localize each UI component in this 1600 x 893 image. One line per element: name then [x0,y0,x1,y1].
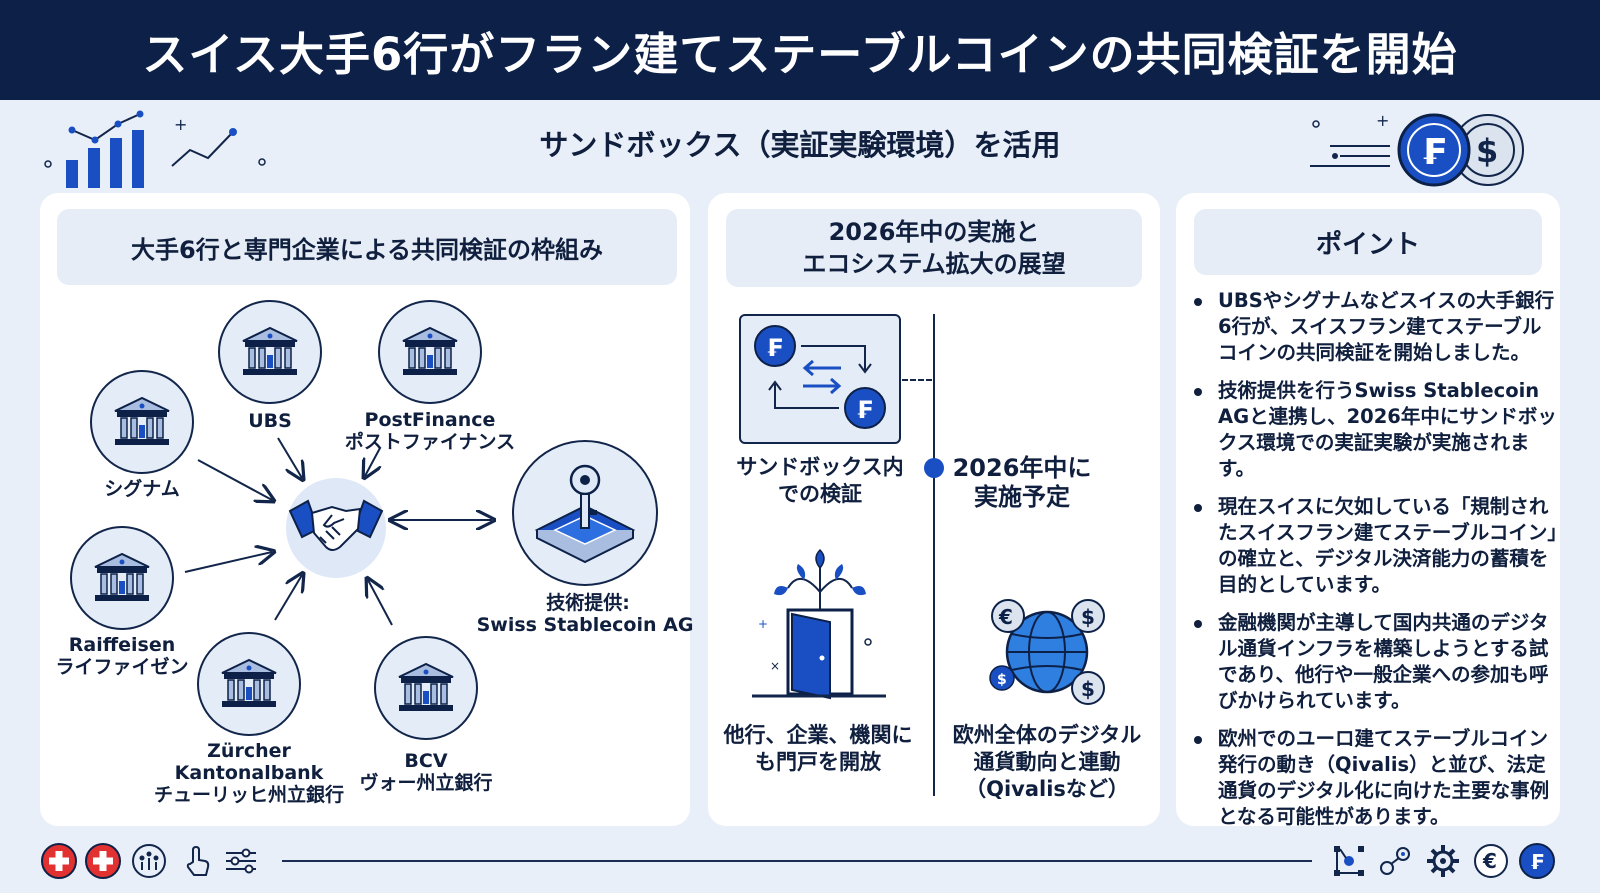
framework-diagram [184,437,690,626]
points-heading: ポイント [1194,209,1542,275]
tech-partner-circle [512,440,658,586]
europe-line1: 欧州全体のデジタル [952,723,1142,747]
svg-text:$: $ [1476,132,1498,170]
timeline-dot [924,458,944,478]
svg-text:$: $ [1081,677,1095,701]
page-title: スイス大手6行がフラン建てステーブルコインの共同検証を開始 [142,27,1458,81]
label-sygnum: シグナム [104,478,180,500]
exchange-icon: ₣ ₣ [754,325,886,429]
label-zkb-en1: Zürcher [207,740,291,762]
globe-currency-icon: € $ $ $ [989,599,1105,705]
bank-postfinance [378,300,482,404]
svg-text:+: + [758,617,768,631]
label-zkb-en2: Kantonalbank [174,762,324,784]
open-line1: 他行、企業、機関に [723,723,913,747]
label-postfinance-ja: ポストファイナンス [344,431,516,453]
network-icon [132,844,166,878]
europe-line2: 通貨動向と連動 [973,750,1121,774]
handshake-icon [288,499,384,551]
sandbox-text: サンドボックス内 での検証 [722,454,918,508]
label-zkb-ja: チューリッヒ州立銀行 [153,784,344,806]
europe-text: 欧州全体のデジタル 通貨動向と連動 （Qivalisなど） [944,722,1150,803]
svg-text:$: $ [997,672,1007,688]
sandbox-box: ₣ ₣ [739,314,901,444]
bank-building-icon [402,326,458,375]
label-ubs: UBS [248,410,292,432]
timeline-line2: 実施予定 [974,483,1070,511]
svg-text:₣: ₣ [766,334,783,362]
point-item: 金融機関が主導して国内共通のデジタル通貨インフラを構築しようとする試であり、他行… [1190,610,1560,714]
franc-coin-icon: ₣ [1519,843,1555,879]
link-icon [1380,847,1410,875]
subtitle: サンドボックス（実証実験環境）を活用 [539,128,1061,162]
europe-line3: （Qivalisなど） [965,777,1129,801]
swiss-flag-icon [85,843,121,879]
label-raiffeisen-ja: ライファイゼン [55,656,189,678]
sandbox-line2: での検証 [778,482,862,506]
svg-text:₣: ₣ [1530,850,1544,874]
title-bar: スイス大手6行がフラン建てステーブルコインの共同検証を開始 [0,0,1600,100]
open-line2: も門戸を開放 [755,750,881,774]
bank-bcv [374,636,478,740]
point-item: 現在スイスに欠如している「規制されたスイスフラン建てステーブルコイン」の確立と、… [1190,494,1560,598]
nodes-icon [1334,846,1364,876]
bank-building-icon [94,552,150,601]
outlook-heading-line1: 2026年中の実施と [828,218,1040,246]
svg-text:$: $ [1081,605,1095,629]
label-postfinance-en: PostFinance [364,409,496,431]
timeline-text: 2026年中に 実施予定 [952,454,1092,512]
handshake-hub [286,478,386,578]
outlook-heading-line2: エコシステム拡大の展望 [802,250,1066,278]
timeline-line [933,314,935,796]
bank-raiffeisen [70,526,174,630]
svg-text:€: € [1482,849,1497,873]
bank-ubs [218,300,322,404]
tech-label: 技術提供: [546,592,630,614]
bank-building-icon [114,396,170,445]
open-door-icon: + × [752,548,886,700]
tech-partner-name: Swiss Stablecoin AG [476,614,694,636]
bank-building-icon [242,326,298,375]
gear-icon [1427,845,1459,877]
outlook-heading: 2026年中の実施と エコシステム拡大の展望 [726,209,1142,287]
touch-icon [186,845,210,876]
bank-building-icon [221,658,277,707]
key-platform-icon [534,464,636,564]
svg-text:₣: ₣ [1421,132,1446,173]
bank-building-icon [398,662,454,711]
bank-zkb [197,632,301,736]
open-text: 他行、企業、機関に も門戸を開放 [712,722,924,776]
svg-text:+: + [1376,111,1389,130]
label-bcv-ja: ヴォー州立銀行 [359,772,493,794]
point-item: 欧州でのユーロ建てステーブルコイン発行の動き（Qivalis）と並び、法定通貨の… [1190,726,1560,830]
points-card [1176,193,1560,826]
svg-text:€: € [998,605,1013,629]
swiss-flag-icon [41,843,77,879]
sandbox-line1: サンドボックス内 [736,455,904,479]
timeline-line1: 2026年中に [952,454,1092,482]
coins-icon: + $ ₣ [1310,111,1524,187]
bank-sygnum [90,370,194,474]
label-raiffeisen-en: Raiffeisen [68,634,176,656]
sliders-icon [226,848,256,874]
point-item: UBSやシグナムなどスイスの大手銀行6行が、スイスフラン建てステーブルコインの共… [1190,288,1560,366]
framework-heading: 大手6行と専門企業による共同検証の枠組み [57,209,677,285]
points-list: UBSやシグナムなどスイスの大手銀行6行が、スイスフラン建てステーブルコインの共… [1190,288,1560,842]
euro-coin-icon: € [1474,844,1508,878]
svg-text:×: × [770,659,780,673]
svg-text:+: + [174,115,187,134]
footer-divider [282,860,1312,862]
label-bcv-en: BCV [404,750,448,772]
bar-chart-icon: + [44,110,266,188]
point-item: 技術提供を行うSwiss Stablecoin AGと連携し、2026年中にサン… [1190,378,1560,482]
timeline-connector [902,379,932,381]
svg-text:₣: ₣ [856,396,873,424]
